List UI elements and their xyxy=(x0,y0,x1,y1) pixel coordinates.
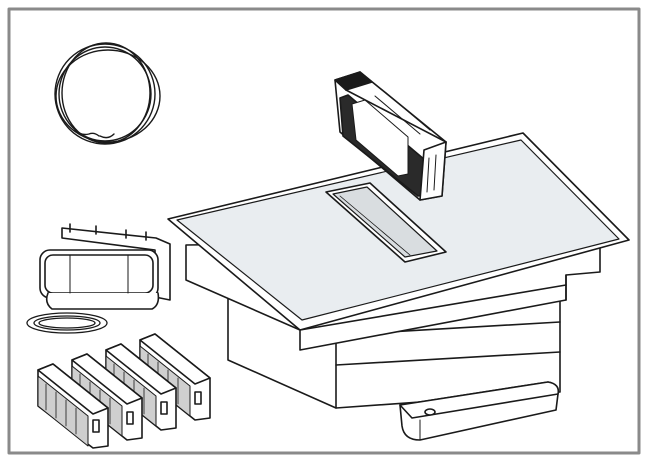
odour-filter-blocks xyxy=(37,333,211,449)
tray-icon xyxy=(399,381,560,441)
duct-adapter-icon xyxy=(39,223,171,310)
filter-module-icon xyxy=(334,71,447,201)
seal-ring-icon xyxy=(26,312,108,334)
cooktop-with-downdraft-icon xyxy=(167,132,630,409)
filter-block-icon xyxy=(37,363,109,449)
coiled-cable-icon xyxy=(54,42,161,145)
downdraft-opening xyxy=(325,182,447,263)
